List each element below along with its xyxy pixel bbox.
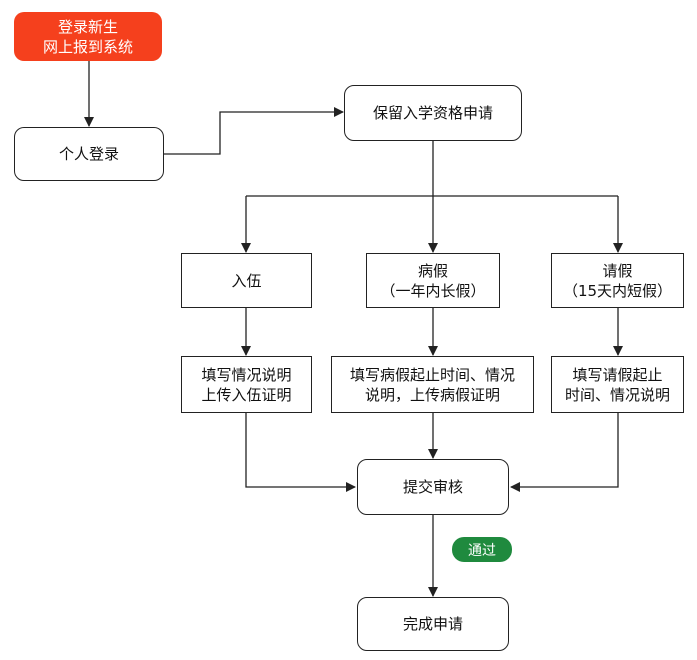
leave-line-2: （15天内短假） xyxy=(562,281,673,300)
sick-form-node: 填写病假起止时间、情况 说明，上传病假证明 xyxy=(331,356,534,413)
approved-badge: 通过 xyxy=(452,537,512,562)
leave-line-1: 请假 xyxy=(602,261,633,280)
sick-node: 病假 （一年内长假） xyxy=(366,253,500,308)
login-label: 个人登录 xyxy=(58,145,119,163)
enlist-form-line-1: 填写情况说明 xyxy=(201,365,292,384)
leave-form-line-1: 填写请假起止 xyxy=(572,365,663,384)
edge-leave-submit xyxy=(510,413,619,492)
done-label: 完成申请 xyxy=(402,615,463,633)
leave-form-line-2: 时间、情况说明 xyxy=(564,385,670,404)
start-line-1: 登录新生 xyxy=(57,17,118,36)
approved-badge-label: 通过 xyxy=(468,542,496,559)
sick-line-2: （一年内长假） xyxy=(380,281,486,300)
sick-form-line-2: 说明，上传病假证明 xyxy=(364,385,500,404)
enlist-form-line-2: 上传入伍证明 xyxy=(201,385,292,404)
login-node: 个人登录 xyxy=(14,127,164,181)
start-line-2: 网上报到系统 xyxy=(42,37,133,56)
apply-label: 保留入学资格申请 xyxy=(372,104,493,122)
apply-node: 保留入学资格申请 xyxy=(344,85,522,141)
enlist-label: 入伍 xyxy=(231,271,262,290)
sick-line-1: 病假 xyxy=(417,261,448,280)
enlist-form-node: 填写情况说明 上传入伍证明 xyxy=(181,356,312,413)
start-node: 登录新生 网上报到系统 xyxy=(14,12,162,61)
edge-enlist-submit xyxy=(245,413,356,492)
leave-node: 请假 （15天内短假） xyxy=(551,253,684,308)
enlist-node: 入伍 xyxy=(181,253,312,308)
leave-form-node: 填写请假起止 时间、情况说明 xyxy=(551,356,684,413)
edge-login-apply xyxy=(164,107,344,155)
sick-form-line-1: 填写病假起止时间、情况 xyxy=(349,365,515,384)
submit-node: 提交审核 xyxy=(357,459,509,515)
submit-label: 提交审核 xyxy=(402,478,463,496)
done-node: 完成申请 xyxy=(357,597,509,651)
